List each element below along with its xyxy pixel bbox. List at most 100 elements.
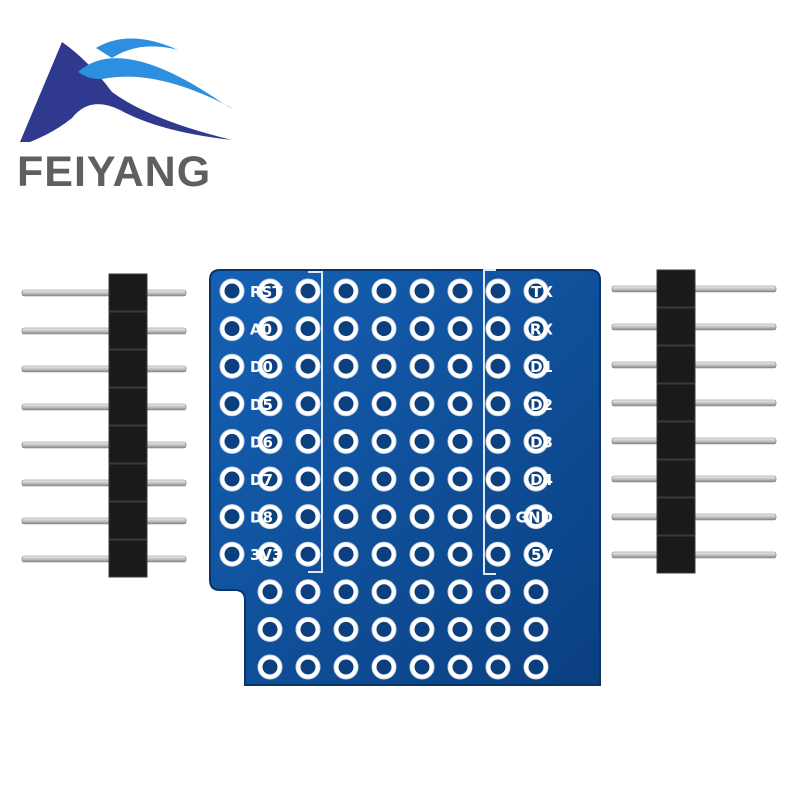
pin-label-left: 3V3 [250, 546, 282, 564]
pad [409, 278, 435, 304]
pad [333, 654, 359, 680]
pad [523, 278, 549, 304]
pad [219, 504, 245, 530]
pad [447, 504, 473, 530]
pad [371, 466, 397, 492]
pad [257, 504, 283, 530]
header-pin [21, 555, 187, 563]
right-pin-header [611, 269, 777, 574]
pad [371, 654, 397, 680]
logo-wave-dark [20, 42, 232, 142]
pad [371, 504, 397, 530]
header-segment [656, 383, 696, 422]
pad [371, 579, 397, 605]
pad [447, 654, 473, 680]
pin-label-right: D3 [530, 433, 553, 451]
pad [485, 278, 511, 304]
pad [257, 579, 283, 605]
pad [523, 541, 549, 567]
pad [295, 616, 321, 642]
header-segment [108, 425, 148, 464]
pad [257, 654, 283, 680]
pad [257, 616, 283, 642]
pad [295, 316, 321, 342]
header-pin [21, 327, 187, 335]
pad [523, 616, 549, 642]
pad [447, 428, 473, 454]
pad [409, 316, 435, 342]
feiyang-logo [20, 38, 232, 142]
header-segment [108, 349, 148, 388]
pad [485, 391, 511, 417]
logo-wave-light [78, 58, 232, 108]
pad [485, 654, 511, 680]
silkscreen-right-bracket [483, 269, 496, 575]
pad [523, 579, 549, 605]
header-segment [108, 501, 148, 540]
pad [333, 541, 359, 567]
pad [409, 504, 435, 530]
pin-label-right: 5V [531, 546, 553, 564]
header-segment [108, 387, 148, 426]
header-pin [21, 403, 187, 411]
pad [371, 428, 397, 454]
pad [447, 316, 473, 342]
pad [447, 353, 473, 379]
pad [219, 466, 245, 492]
left-pin-header [21, 273, 187, 578]
pad [485, 504, 511, 530]
pad [295, 654, 321, 680]
pin-label-right: D2 [530, 396, 553, 414]
pin-label-left: RST [250, 283, 283, 301]
pad [523, 654, 549, 680]
pad [523, 353, 549, 379]
pad [485, 428, 511, 454]
logo-wave-top [96, 38, 178, 58]
pad [333, 428, 359, 454]
pin-label-right: GND [516, 509, 553, 527]
pad [295, 391, 321, 417]
pin-label-right: RX [530, 321, 554, 339]
pad [447, 278, 473, 304]
pad [333, 278, 359, 304]
pad [219, 428, 245, 454]
header-pin [21, 441, 187, 449]
pad [257, 466, 283, 492]
header-pin [21, 479, 187, 487]
pin-label-left: A0 [250, 321, 272, 339]
pin-label-left: D6 [250, 433, 273, 451]
pad [257, 428, 283, 454]
pin-label-right: TX [531, 283, 553, 301]
pad [333, 504, 359, 530]
pad [333, 579, 359, 605]
pad [447, 616, 473, 642]
pin-label-left: D5 [250, 396, 273, 414]
pad [409, 616, 435, 642]
header-segment [656, 459, 696, 498]
pad [447, 541, 473, 567]
pad [371, 616, 397, 642]
pad [409, 353, 435, 379]
pad [371, 353, 397, 379]
pad [333, 316, 359, 342]
pad [333, 616, 359, 642]
pad [523, 428, 549, 454]
header-segment [108, 311, 148, 350]
pad [371, 278, 397, 304]
pad [485, 579, 511, 605]
pad [485, 316, 511, 342]
pad [333, 353, 359, 379]
pin-label-right: D1 [530, 358, 553, 376]
pad [257, 316, 283, 342]
pad [523, 504, 549, 530]
pad [447, 391, 473, 417]
header-pin [21, 365, 187, 373]
pad [219, 316, 245, 342]
pad [295, 579, 321, 605]
pin-label-left: D7 [250, 471, 273, 489]
pad [485, 616, 511, 642]
